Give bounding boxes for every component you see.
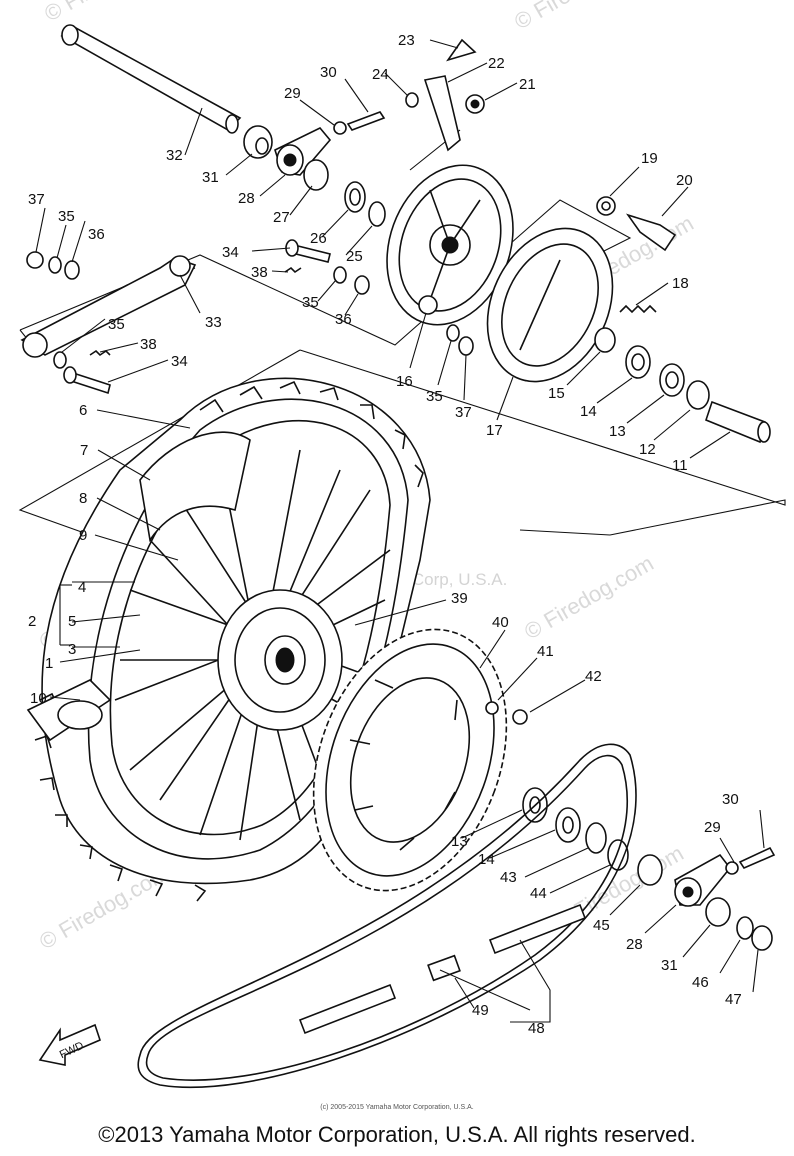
brake-cam-lever bbox=[405, 38, 485, 152]
fasteners-left bbox=[26, 251, 474, 369]
part-label-41: 41 bbox=[537, 643, 554, 660]
part-label-32: 32 bbox=[166, 147, 183, 164]
part-label-13: 13 bbox=[609, 423, 626, 440]
part-label-35: 35 bbox=[426, 388, 443, 405]
part-label-11: 11 bbox=[672, 457, 688, 474]
drive-chain bbox=[137, 743, 637, 1089]
brake-panel bbox=[386, 164, 514, 326]
part-label-24: 24 bbox=[372, 66, 389, 83]
copyright-notice: ©2013 Yamaha Motor Corporation, U.S.A. A… bbox=[98, 1122, 696, 1147]
part-label-30: 30 bbox=[722, 791, 739, 808]
part-label-20: 20 bbox=[676, 172, 693, 189]
shoe-spring bbox=[619, 304, 657, 314]
part-label-2: 2 bbox=[28, 613, 36, 630]
part-label-1: 1 bbox=[45, 655, 53, 672]
part-label-37: 37 bbox=[28, 191, 45, 208]
part-label-7: 7 bbox=[80, 442, 88, 459]
part-label-49: 49 bbox=[472, 1002, 489, 1019]
part-label-17: 17 bbox=[486, 422, 503, 439]
part-label-29: 29 bbox=[284, 85, 301, 102]
part-label-38: 38 bbox=[140, 336, 157, 353]
part-label-39: 39 bbox=[451, 590, 468, 607]
part-label-31: 31 bbox=[202, 169, 219, 186]
part-label-10: 10 bbox=[30, 690, 47, 707]
part-label-31: 31 bbox=[661, 957, 678, 974]
part-label-15: 15 bbox=[548, 385, 565, 402]
watermark: © Firedog.com bbox=[520, 550, 658, 644]
part-label-14: 14 bbox=[478, 851, 495, 868]
rear-sprocket bbox=[312, 628, 528, 892]
part-label-33: 33 bbox=[205, 314, 222, 331]
watermark: © Firedog.com bbox=[40, 0, 178, 26]
part-label-34: 34 bbox=[222, 244, 239, 261]
axle bbox=[60, 24, 242, 134]
part-label-30: 30 bbox=[320, 64, 337, 81]
part-label-47: 47 bbox=[725, 991, 742, 1008]
part-label-23: 23 bbox=[398, 32, 415, 49]
part-label-38: 38 bbox=[251, 264, 268, 281]
part-label-34: 34 bbox=[171, 353, 188, 370]
part-label-18: 18 bbox=[672, 275, 689, 292]
watermark: © Firedog.com bbox=[510, 0, 648, 34]
part-label-40: 40 bbox=[492, 614, 509, 631]
part-label-6: 6 bbox=[79, 402, 87, 419]
part-label-44: 44 bbox=[530, 885, 547, 902]
part-label-27: 27 bbox=[273, 209, 290, 226]
part-label-5: 5 bbox=[68, 613, 76, 630]
part-label-36: 36 bbox=[88, 226, 105, 243]
part-label-21: 21 bbox=[519, 76, 536, 93]
part-label-46: 46 bbox=[692, 974, 709, 991]
leader-lines bbox=[35, 39, 765, 1023]
hub-bearings-left bbox=[522, 787, 663, 886]
chain-puller-top bbox=[243, 111, 386, 227]
part-label-14: 14 bbox=[580, 403, 597, 420]
part-label-13: 13 bbox=[451, 833, 468, 850]
part-label-29: 29 bbox=[704, 819, 721, 836]
part-label-48: 48 bbox=[528, 1020, 545, 1037]
part-label-35: 35 bbox=[302, 294, 319, 311]
part-label-26: 26 bbox=[310, 230, 327, 247]
part-label-28: 28 bbox=[626, 936, 643, 953]
fwd-arrow: FWD bbox=[38, 1023, 101, 1066]
torque-arm bbox=[20, 239, 331, 395]
part-label-9: 9 bbox=[79, 527, 87, 544]
part-label-36: 36 bbox=[335, 311, 352, 328]
part-label-45: 45 bbox=[593, 917, 610, 934]
part-label-22: 22 bbox=[488, 55, 505, 72]
part-numbers: 23 22 21 24 30 29 32 31 28 27 26 25 19 2… bbox=[28, 32, 742, 1037]
part-label-43: 43 bbox=[500, 869, 517, 886]
part-label-35: 35 bbox=[58, 208, 75, 225]
part-label-12: 12 bbox=[639, 441, 656, 458]
chain-puller-bottom bbox=[674, 846, 776, 951]
part-label-19: 19 bbox=[641, 150, 658, 167]
tire-tread bbox=[34, 380, 424, 902]
part-label-16: 16 bbox=[396, 373, 413, 390]
part-label-35: 35 bbox=[108, 316, 125, 333]
part-label-3: 3 bbox=[68, 641, 76, 658]
hub-bearings-right bbox=[594, 327, 771, 444]
part-label-28: 28 bbox=[238, 190, 255, 207]
part-label-42: 42 bbox=[585, 668, 602, 685]
part-label-37: 37 bbox=[455, 404, 472, 421]
part-label-25: 25 bbox=[346, 248, 363, 265]
part-label-4: 4 bbox=[78, 579, 86, 596]
small-copyright: (c) 2005-2015 Yamaha Motor Corporation, … bbox=[320, 1104, 474, 1111]
part-label-8: 8 bbox=[79, 490, 87, 507]
brake-cam bbox=[596, 196, 677, 252]
